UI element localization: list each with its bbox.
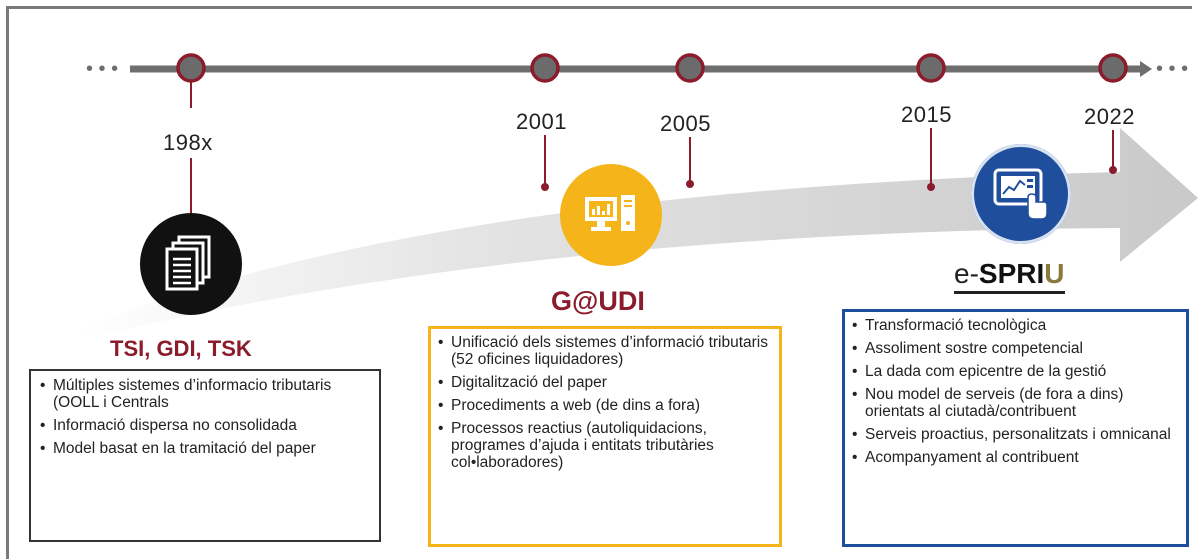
year-label-198x: 198x (163, 130, 213, 155)
era1-bullet-list: Múltiples sistemes d’informacio tributar… (39, 377, 371, 457)
list-item: Informació dispersa no consolidada (39, 417, 371, 434)
node-2005 (675, 53, 705, 83)
era3-title-underline (954, 291, 1065, 294)
era2-description-box: Unificació dels sistemes d’informació tr… (428, 326, 782, 547)
era3-bullet-list: Transformació tecnològica Assoliment sos… (851, 317, 1180, 466)
era1-description-box: Múltiples sistemes d’informacio tributar… (29, 369, 381, 542)
era1-icon-badge (140, 213, 242, 315)
timeline-start-dots: • • • (86, 58, 118, 80)
node-2022 (1098, 53, 1128, 83)
stem-dot-2022 (1109, 166, 1117, 174)
stem-dot-2001 (541, 183, 549, 191)
list-item: Procediments a web (de dins a fora) (437, 397, 773, 414)
list-item: Transformació tecnològica (851, 317, 1180, 334)
list-item: Acompanyament al contribuent (851, 449, 1180, 466)
era2-icon-badge (560, 164, 662, 266)
timeline-arrowhead (1140, 61, 1152, 77)
tablet-touch-icon (993, 168, 1048, 220)
stem-dot-2005 (686, 180, 694, 188)
era2-title: G@UDI (551, 286, 645, 316)
node-198x (176, 53, 206, 83)
era3-title: e-SPRIU (954, 258, 1065, 294)
list-item: La dada com epicentre de la gestió (851, 363, 1180, 380)
year-label-2001: 2001 (516, 109, 567, 134)
list-item: Múltiples sistemes d’informacio tributar… (39, 377, 371, 411)
list-item: Unificació dels sistemes d’informació tr… (437, 334, 773, 368)
list-item: Assoliment sostre competencial (851, 340, 1180, 357)
list-item: Processos reactius (autoliquidacions, pr… (437, 420, 773, 471)
year-label-2022: 2022 (1084, 104, 1135, 129)
era3-title-suffix: U (1044, 258, 1065, 289)
diagram-frame (6, 6, 1192, 559)
year-label-2005: 2005 (660, 111, 711, 136)
node-2001 (530, 53, 560, 83)
era3-description-box: Transformació tecnològica Assoliment sos… (842, 309, 1189, 547)
node-2015 (916, 53, 946, 83)
list-item: Model basat en la tramitació del paper (39, 440, 371, 457)
era3-title-prefix: e- (954, 258, 979, 289)
era3-title-main: SPRI (978, 258, 1045, 289)
list-item: Nou model de serveis (de fora a dins) or… (851, 386, 1180, 420)
stem-dot-2015 (927, 183, 935, 191)
list-item: Digitalització del paper (437, 374, 773, 391)
documents-icon (165, 235, 211, 291)
era2-bullet-list: Unificació dels sistemes d’informació tr… (437, 334, 773, 471)
desktop-computer-icon (585, 195, 635, 231)
era1-title: TSI, GDI, TSK (110, 336, 252, 361)
timeline-end-dots: • • • (1156, 58, 1188, 80)
year-label-2015: 2015 (901, 102, 952, 127)
era3-icon-badge (971, 144, 1071, 244)
list-item: Serveis proactius, personalitzats i omni… (851, 426, 1180, 443)
